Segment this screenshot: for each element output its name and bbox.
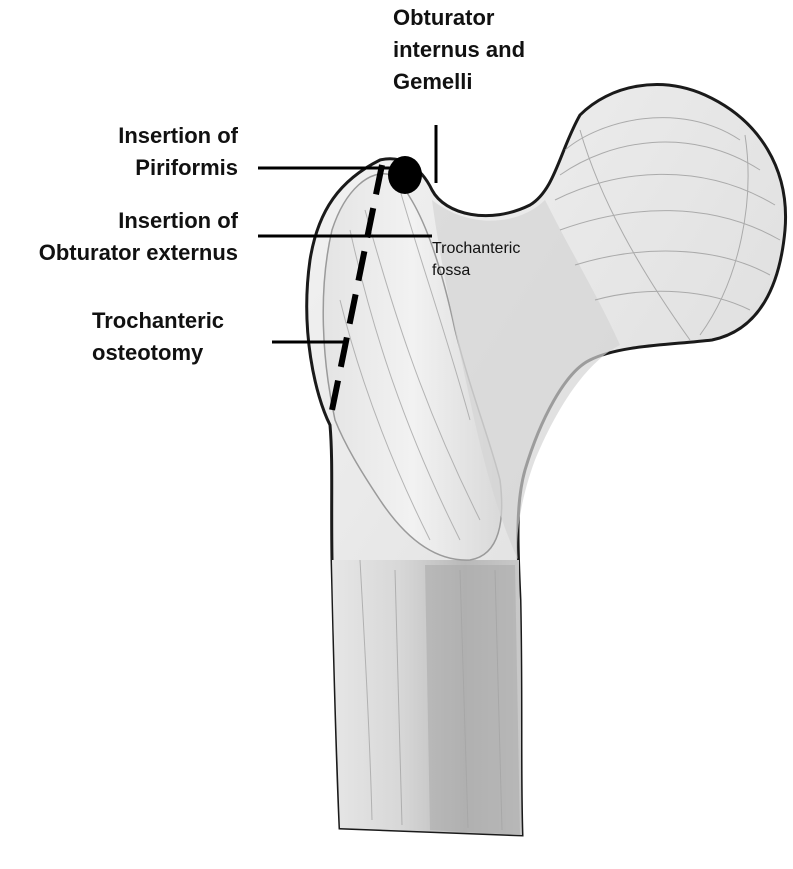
trochanter-striations [339, 189, 503, 831]
shaft-dark-band [425, 565, 520, 835]
label-trochanteric-osteotomy: Trochanteric osteotomy [92, 308, 225, 365]
obturator-insertion-mark [388, 156, 422, 194]
label-piriformis-insertion: Insertion of Piriformis [118, 123, 238, 180]
label-obturator-internus-gemelli: Obturator internus and Gemelli [393, 5, 526, 94]
head-striations [554, 117, 781, 341]
label-trochanteric-fossa: Trochanteric fossa [432, 240, 521, 279]
femoral-neck [432, 200, 620, 560]
label-obturator-externus-insertion: Insertion of Obturator externus [38, 208, 238, 265]
